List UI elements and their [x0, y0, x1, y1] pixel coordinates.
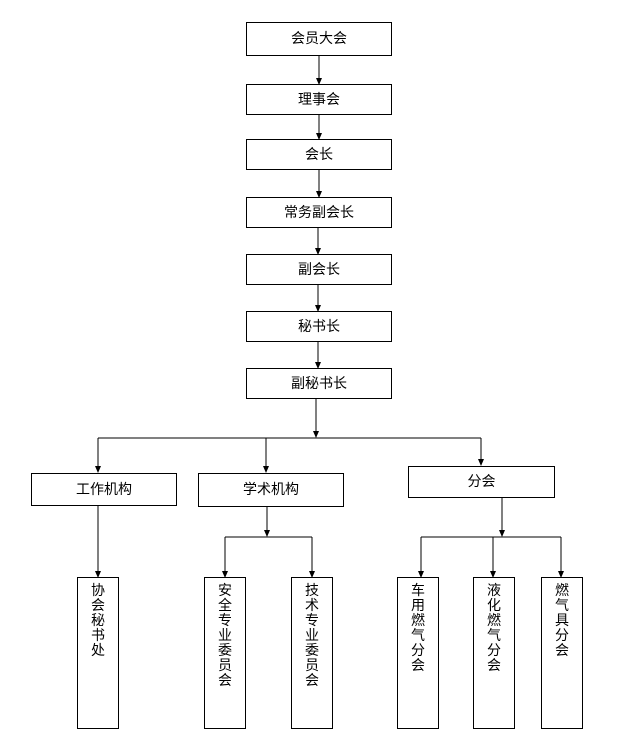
node-safety-committee-label: 安全专业委员会 — [218, 583, 232, 689]
node-gas-appliance-branch: 燃气具分会 — [541, 577, 583, 729]
node-president: 会长 — [246, 139, 392, 170]
node-branches: 分会 — [408, 466, 555, 498]
node-work-org: 工作机构 — [31, 473, 177, 506]
node-exec-vice-president: 常务副会长 — [246, 197, 392, 228]
node-general-assembly: 会员大会 — [246, 22, 392, 56]
node-deputy-secretary-general: 副秘书长 — [246, 368, 392, 399]
node-secretary-general: 秘书长 — [246, 311, 392, 342]
node-academic-org: 学术机构 — [198, 473, 344, 507]
node-vehicle-gas-branch: 车用燃气分会 — [397, 577, 439, 729]
node-gas-appliance-branch-label: 燃气具分会 — [555, 583, 569, 659]
node-safety-committee: 安全专业委员会 — [204, 577, 246, 729]
node-tech-committee: 技术专业委员会 — [291, 577, 333, 729]
node-vehicle-gas-branch-label: 车用燃气分会 — [411, 583, 425, 674]
node-council: 理事会 — [246, 84, 392, 115]
node-lpg-branch-label: 液化燃气分会 — [487, 583, 501, 674]
node-lpg-branch: 液化燃气分会 — [473, 577, 515, 729]
node-secretariat-label: 协会秘书处 — [91, 583, 105, 659]
node-tech-committee-label: 技术专业委员会 — [305, 583, 319, 689]
node-secretariat: 协会秘书处 — [77, 577, 119, 729]
node-vice-president: 副会长 — [246, 254, 392, 285]
